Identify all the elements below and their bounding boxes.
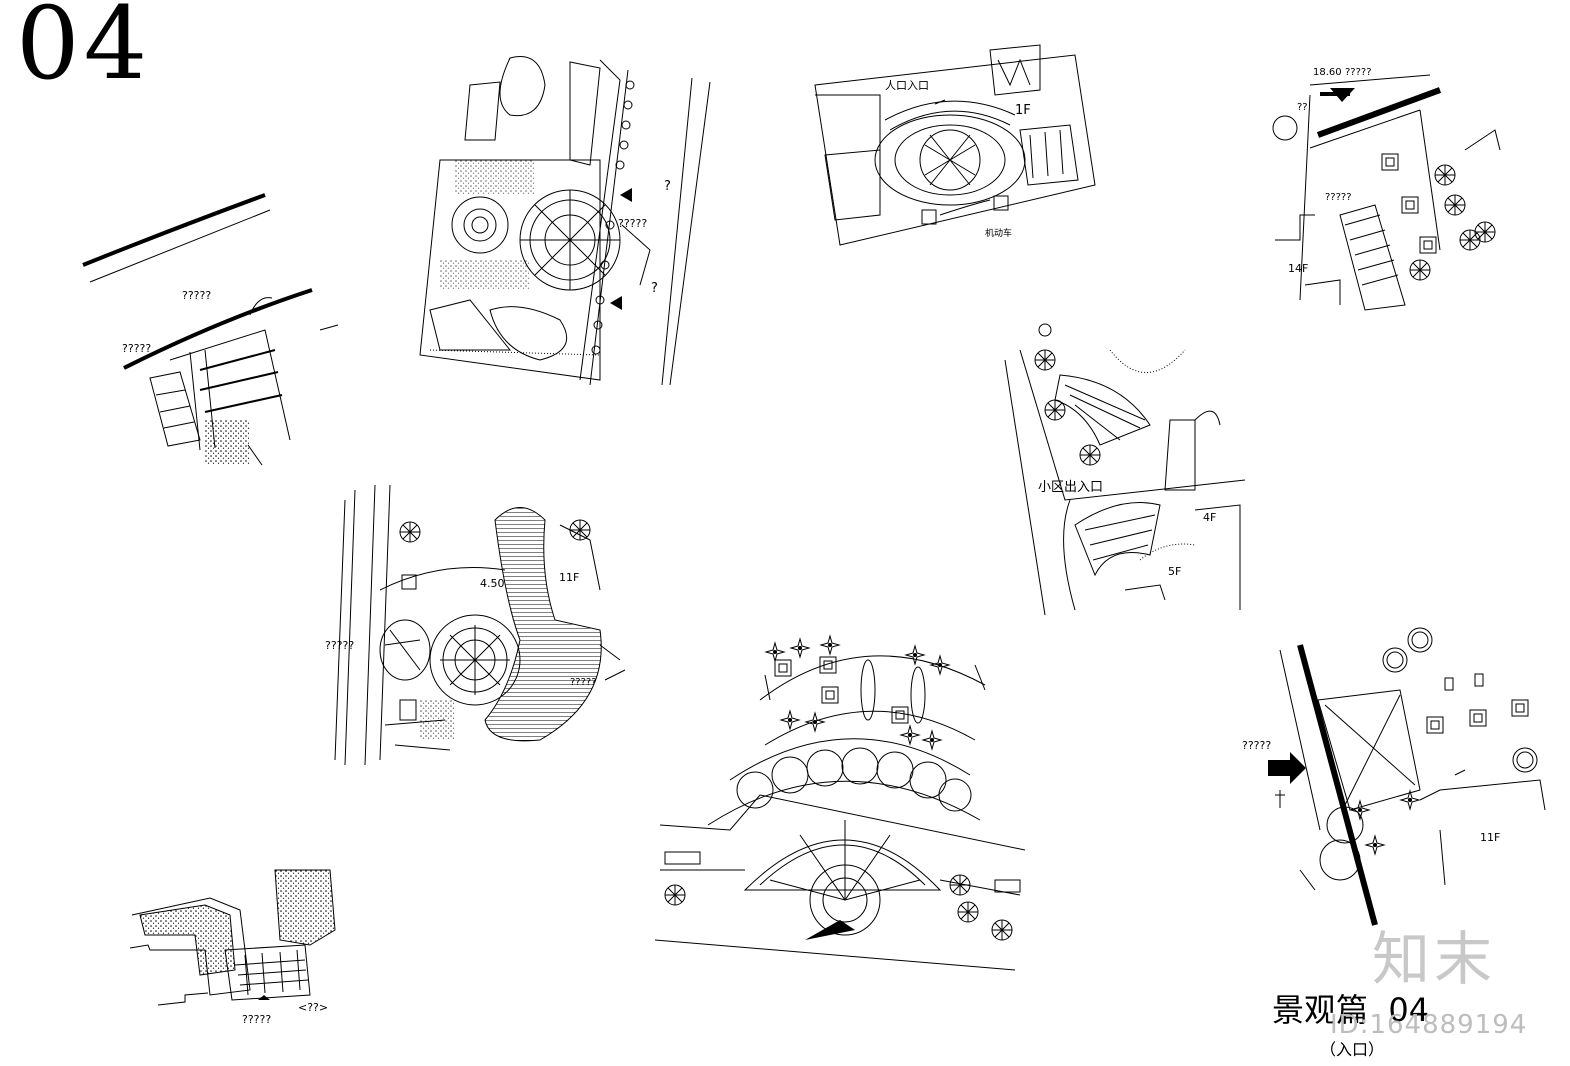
watermark-id: ID:164889194	[1330, 1010, 1528, 1040]
d4-floor-label: 14F	[1288, 262, 1309, 275]
d2-label-2: ?????	[618, 217, 648, 230]
plan-entrance-3	[814, 44, 1096, 246]
plan-entrance-9	[129, 869, 336, 1006]
d6-label-1: ?????	[325, 639, 355, 652]
d4-label-1: ?????	[1345, 67, 1372, 78]
sheet-title: 景观篇 04	[1272, 994, 1429, 1026]
plan-entrance-8	[1268, 627, 1546, 926]
page-number: 04	[16, 0, 152, 102]
d9-label-2: <??>	[298, 1001, 329, 1014]
d3-note-label: 机动车	[985, 229, 1013, 239]
d5-entrance-label: 小区出入口	[1038, 480, 1104, 495]
d8-label-1: ?????	[1242, 739, 1272, 752]
d1-road-label: ?????	[182, 289, 212, 302]
d6-elevation: 4.50	[480, 577, 505, 590]
sheet-title-text: 景观篇	[1272, 991, 1369, 1029]
plan-plaza-6	[334, 484, 626, 766]
d6-floor-label: 11F	[559, 571, 580, 584]
d9-label-1: ?????	[242, 1013, 272, 1026]
plan-entrance-4	[1272, 74, 1501, 311]
plan-plaza-2	[419, 56, 711, 386]
d1-path-label: ?????	[122, 342, 152, 355]
plan-entrance-1	[82, 193, 339, 466]
d4-elevation: 18.60	[1313, 67, 1342, 78]
d3-floor-label: 1F	[1015, 103, 1031, 118]
plan-entrance-7	[654, 635, 1026, 971]
d8-floor-label: 11F	[1480, 831, 1501, 844]
d5-floor-label-1: 4F	[1203, 511, 1217, 524]
d4-label-2: ??	[1297, 102, 1308, 113]
watermark-logo: 知末	[1372, 925, 1497, 993]
d4-label-3: ?????	[1325, 192, 1352, 203]
d2-label-3: ?	[651, 281, 658, 296]
d2-label-1: ?	[664, 179, 671, 194]
d5-floor-label-2: 5F	[1168, 565, 1182, 578]
sheet-title-number: 04	[1388, 991, 1430, 1029]
d3-entrance-label: 人口入口	[885, 79, 929, 92]
d6-label-2: ?????	[570, 677, 597, 688]
sheet-subtitle: （入口）	[1320, 1040, 1385, 1059]
plan-entrance-5	[1004, 323, 1246, 616]
